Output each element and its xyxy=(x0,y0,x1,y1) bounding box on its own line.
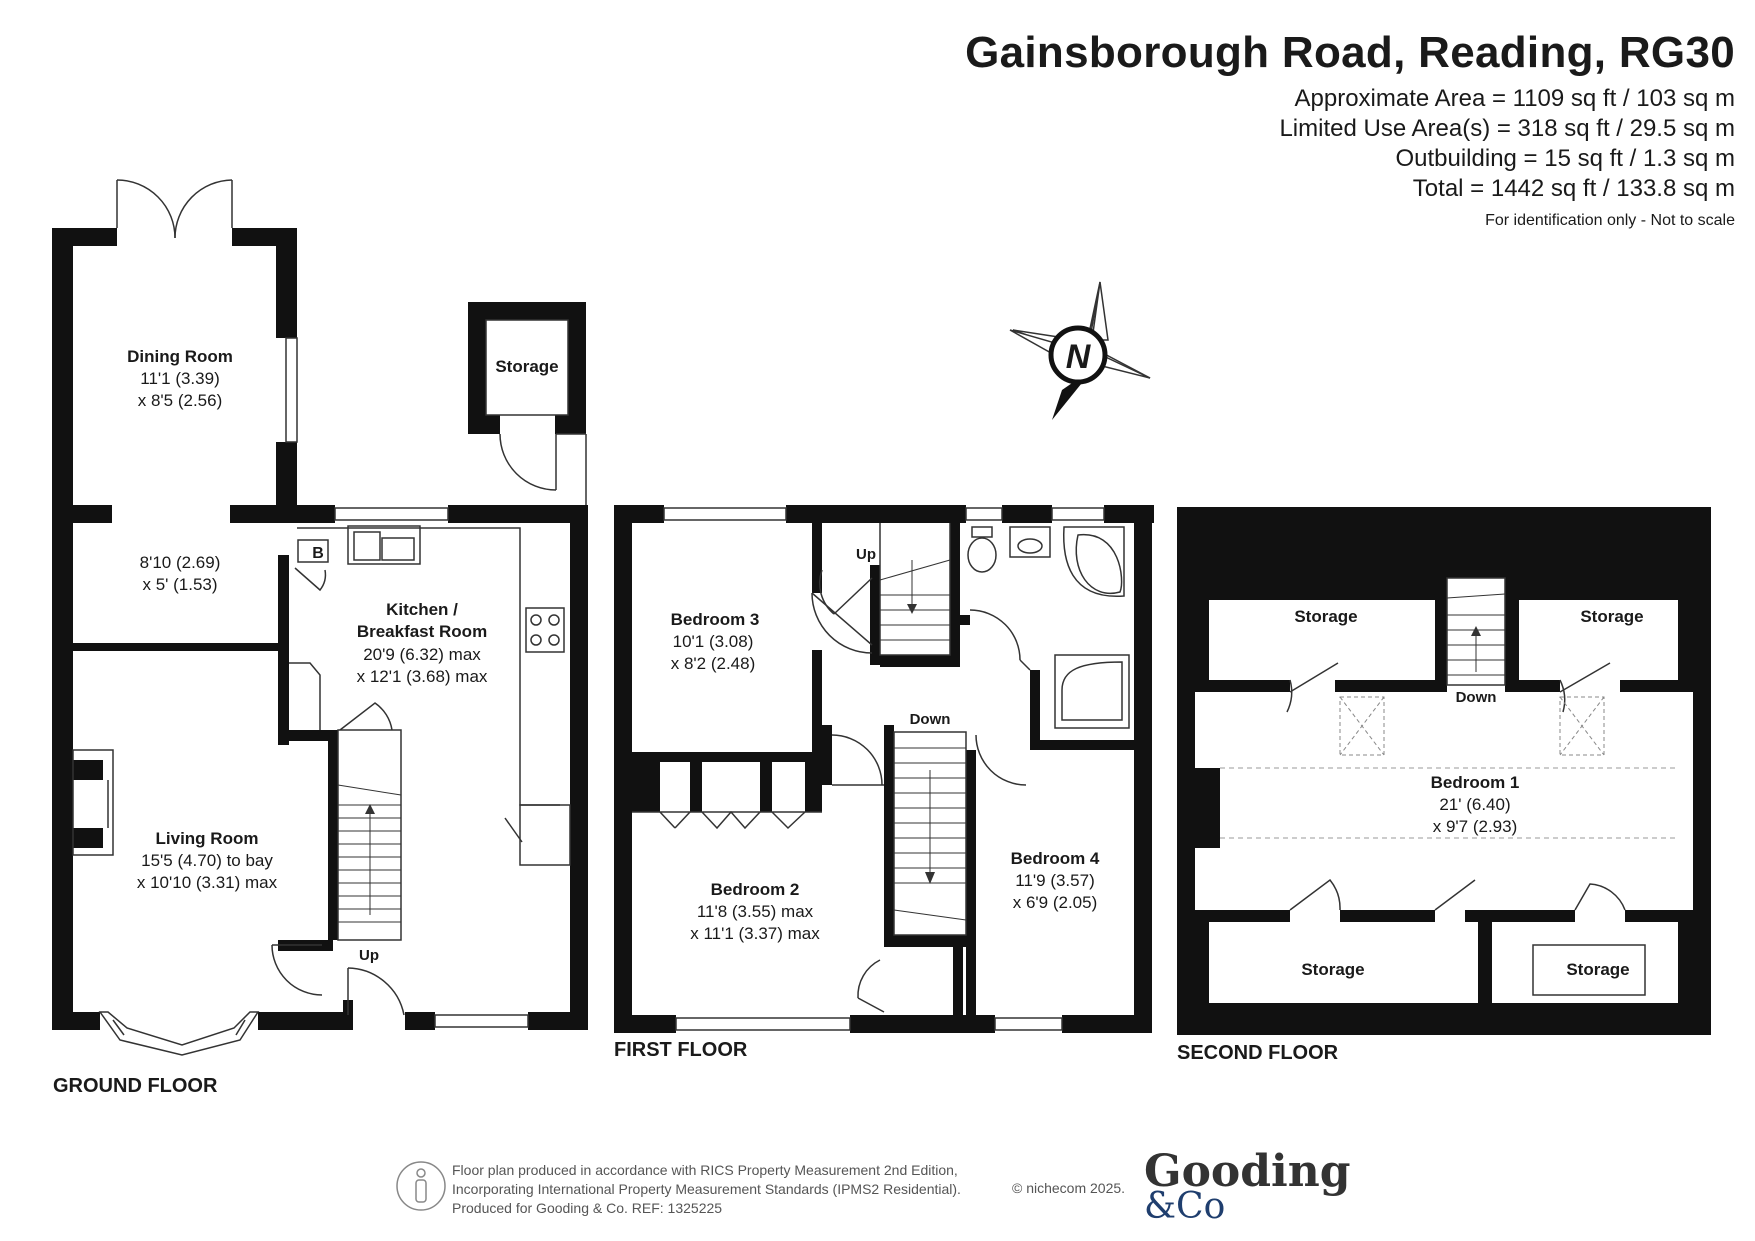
ground-floor-label: GROUND FLOOR xyxy=(53,1075,218,1097)
living-room-label: Living Room xyxy=(156,829,259,848)
bedroom-2-dim1: 11'8 (3.55) max xyxy=(697,902,814,921)
first-floor-walls xyxy=(614,505,1154,1033)
second-floor-label: SECOND FLOOR xyxy=(1177,1042,1339,1064)
first-stairs-down-label: Down xyxy=(910,711,951,728)
person-icon xyxy=(396,1161,446,1211)
kitchen-label-1: Kitchen / xyxy=(386,600,458,619)
boiler-label: B xyxy=(312,545,324,562)
bedroom-1-dim1: 21' (6.40) xyxy=(1439,795,1510,814)
storage-top-right-label: Storage xyxy=(1580,607,1643,626)
kitchen-label-2: Breakfast Room xyxy=(357,622,487,641)
living-room-dim1: 15'5 (4.70) to bay xyxy=(141,851,273,870)
kitchen-dim1: 20'9 (6.32) max xyxy=(363,645,481,664)
second-floor-walls xyxy=(1177,507,1711,1035)
storage-top-left-label: Storage xyxy=(1294,607,1357,626)
ground-floor-walls xyxy=(52,228,588,1030)
bedroom-3-dim1: 10'1 (3.08) xyxy=(673,632,754,651)
dining-room-dim2: x 8'5 (2.56) xyxy=(138,391,223,410)
storage-bottom-right-label: Storage xyxy=(1566,960,1629,979)
compass-icon: N xyxy=(1009,281,1151,420)
bedroom-3-dim2: x 8'2 (2.48) xyxy=(671,654,756,673)
scale-note: For identification only - Not to scale xyxy=(1485,212,1735,229)
bedroom-1-dim2: x 9'7 (2.93) xyxy=(1433,817,1518,836)
footer-disclaimer: Floor plan produced in accordance with R… xyxy=(452,1161,961,1218)
outbuilding-area: Outbuilding = 15 sq ft / 1.3 sq m xyxy=(1395,145,1735,172)
ground-stairs-up-label: Up xyxy=(359,947,379,964)
total-area: Total = 1442 sq ft / 133.8 sq m xyxy=(1412,175,1735,202)
dining-room-dim1: 11'1 (3.39) xyxy=(140,369,219,388)
brand-logo-sub: &Co xyxy=(1144,1186,1226,1227)
outbuilding-storage-label: Storage xyxy=(495,357,558,376)
living-room-dim2: x 10'10 (3.31) max xyxy=(137,873,278,892)
bedroom-4-dim1: 11'9 (3.57) xyxy=(1015,871,1094,890)
hall-dim1: 8'10 (2.69) xyxy=(140,553,221,572)
bedroom-3-label: Bedroom 3 xyxy=(671,610,760,629)
bedroom-2-dim2: x 11'1 (3.37) max xyxy=(690,924,820,943)
footer-line-3: Produced for Gooding & Co. REF: 1325225 xyxy=(452,1200,723,1216)
approx-area: Approximate Area = 1109 sq ft / 103 sq m xyxy=(1294,85,1735,112)
second-stairs-down-label: Down xyxy=(1456,689,1497,706)
bedroom-1-label: Bedroom 1 xyxy=(1431,773,1520,792)
hall-dim2: x 5' (1.53) xyxy=(142,575,217,594)
kitchen-dim2: x 12'1 (3.68) max xyxy=(357,667,488,686)
plan-title: Gainsborough Road, Reading, RG30 xyxy=(965,28,1735,77)
first-stairs-up-label: Up xyxy=(856,546,876,563)
bedroom-4-label: Bedroom 4 xyxy=(1011,849,1100,868)
footer-line-2: Incorporating International Property Mea… xyxy=(452,1181,961,1197)
dining-room-label: Dining Room xyxy=(127,347,233,366)
bedroom-4-dim2: x 6'9 (2.05) xyxy=(1013,893,1098,912)
storage-bottom-left-label: Storage xyxy=(1301,960,1364,979)
footer-line-1: Floor plan produced in accordance with R… xyxy=(452,1162,958,1178)
brand-logo-text: Gooding xyxy=(1144,1146,1351,1197)
first-floor-label: FIRST FLOOR xyxy=(614,1039,748,1061)
compass-north-label: N xyxy=(1066,338,1092,376)
limited-use-area: Limited Use Area(s) = 318 sq ft / 29.5 s… xyxy=(1279,115,1735,142)
copyright: © nichecom 2025. xyxy=(1012,1180,1126,1196)
bedroom-2-label: Bedroom 2 xyxy=(711,880,800,899)
